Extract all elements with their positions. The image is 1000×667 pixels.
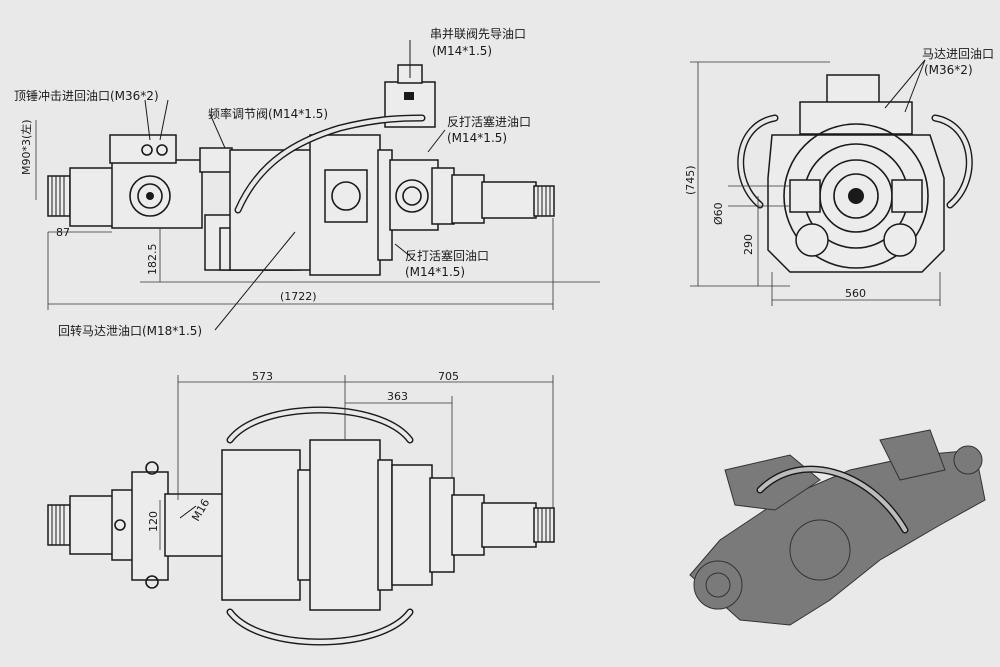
top-view <box>47 375 555 646</box>
dim-1722: (1722) <box>280 290 317 303</box>
dim-120: 120 <box>147 511 160 532</box>
reverse-back-label: 反打活塞回油口 <box>405 248 489 263</box>
motor-port-label: 马达进回油口 <box>922 47 994 61</box>
dim-745: (745) <box>684 165 697 195</box>
reverse-back-size: (M14*1.5) <box>405 265 465 279</box>
rotary-drain-label: 回转马达泄油口(M18*1.5) <box>58 323 202 338</box>
series-parallel-size: (M14*1.5) <box>432 44 492 58</box>
dim-m90: M90*3(左) <box>20 119 33 175</box>
series-parallel-label: 串并联阀先导油口 <box>430 27 526 41</box>
dim-363: 363 <box>387 390 408 403</box>
top-hammer-port-label: 顶锤冲击进回油口(M36*2) <box>14 88 159 103</box>
reverse-in-size: (M14*1.5) <box>447 131 507 145</box>
dim-290: 290 <box>742 234 755 255</box>
dim-573: 573 <box>252 370 273 383</box>
dim-d60: Ø60 <box>712 202 725 225</box>
dim-87: 87 <box>56 226 70 239</box>
side-view <box>35 40 600 331</box>
dim-182-5: 182.5 <box>146 244 159 276</box>
motor-port-size: (M36*2) <box>924 63 973 77</box>
dim-705: 705 <box>438 370 459 383</box>
isometric-render <box>689 429 986 626</box>
freq-valve-label: 频率调节阀(M14*1.5) <box>208 106 328 121</box>
dim-560: 560 <box>845 287 866 300</box>
reverse-in-label: 反打活塞进油口 <box>447 114 531 129</box>
front-view <box>690 59 973 306</box>
